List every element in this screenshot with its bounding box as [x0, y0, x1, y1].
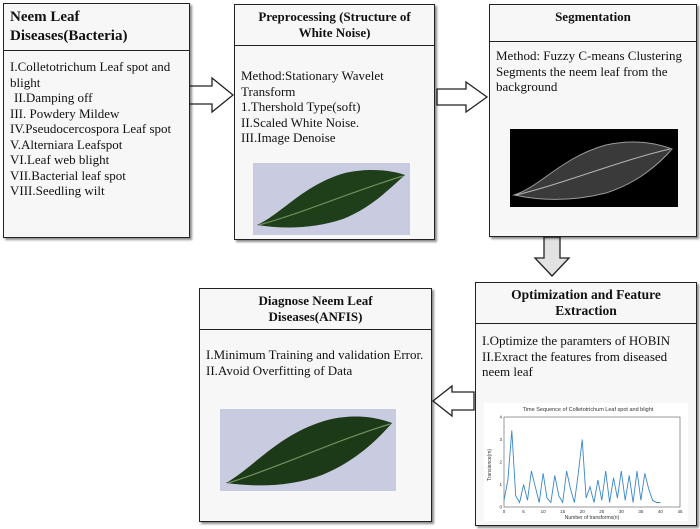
x-tick-label: 0	[503, 509, 506, 514]
chart-frame	[503, 416, 681, 508]
y-tick-label: 4	[499, 415, 502, 420]
diseases-title: Neem Leaf Diseases(Bacteria)	[4, 4, 189, 51]
diagnose-body: I.Minimum Training and validation Error.…	[200, 330, 431, 384]
diagnose-line: I.Minimum Training and validation Error.	[206, 347, 424, 362]
x-tick-label: 10	[541, 509, 547, 514]
diseases-box: Neem Leaf Diseases(Bacteria) I.Colletotr…	[3, 3, 190, 238]
y-tick-label: 2	[499, 460, 502, 465]
segmented-leaf-image	[510, 129, 678, 207]
segmentation-line: Method: Fuzzy C-means Clustering	[496, 48, 682, 63]
disease-item: III. Powdery Mildew	[10, 105, 120, 121]
x-tick-label: 35	[638, 509, 644, 514]
arrow-preprocessing-to-segmentation	[436, 80, 489, 114]
segmentation-line: Segments the neem leaf from the backgrou…	[496, 63, 668, 95]
leaf-photo-diagnose	[220, 409, 396, 491]
preprocessing-box: Preprocessing (Structure of White Noise)…	[234, 4, 435, 240]
disease-item: V.Alterniara Leafspot	[10, 136, 123, 152]
x-tick-label: 5	[522, 509, 525, 514]
preprocessing-title: Preprocessing (Structure of White Noise)	[235, 5, 434, 46]
preprocessing-body: Method:Stationary Wavelet Transform 1.Th…	[235, 46, 434, 152]
segmentation-title: Segmentation	[490, 5, 696, 42]
optimization-body: I.Optimize the paramters of HOBIN II.Exr…	[476, 324, 696, 386]
time-sequence-chart: Time Sequence of Colletotrichum Leaf spo…	[484, 403, 688, 521]
preprocessing-line: Method:Stationary Wavelet Transform	[241, 68, 384, 99]
disease-item: I.Colletotrichum Leaf spot and blight	[10, 59, 171, 90]
disease-item: VI.Leaf web blight	[10, 152, 110, 167]
segmentation-box: Segmentation Method: Fuzzy C-means Clust…	[489, 4, 697, 237]
series-line	[503, 430, 661, 504]
arrow-segmentation-to-optimization	[533, 236, 571, 277]
diseases-list: I.Colletotrichum Leaf spot and blight II…	[4, 51, 189, 205]
chart-xlabel: Number of transforms(n)	[565, 515, 620, 521]
x-tick-label: 45	[677, 509, 683, 514]
preprocessing-line: 1.Thershold Type(soft)	[241, 99, 361, 114]
x-tick-label: 15	[560, 509, 566, 514]
arrow-optimization-to-diagnose	[431, 384, 475, 418]
disease-item: VII.Bacterial leaf spot	[10, 167, 126, 183]
segmentation-body: Method: Fuzzy C-means Clustering Segment…	[490, 42, 696, 101]
x-tick-label: 40	[658, 509, 664, 514]
x-tick-label: 25	[599, 509, 605, 514]
optimization-box: Optimization and Feature Extraction I.Op…	[475, 282, 697, 526]
diagnose-line: II.Avoid Overfitting of Data	[206, 362, 353, 378]
chart-title: Time Sequence of Colletotrichum Leaf spo…	[523, 407, 654, 413]
chart-svg: Time Sequence of Colletotrichum Leaf spo…	[487, 407, 683, 521]
x-tick-label: 30	[619, 509, 625, 514]
y-tick-label: 3	[499, 437, 502, 442]
diagnose-box: Diagnose Neem Leaf Diseases(ANFIS) I.Min…	[199, 288, 432, 522]
x-tick-label: 20	[580, 509, 586, 514]
arrow-diseases-to-preprocessing	[187, 76, 235, 114]
disease-item: VIII.Seedling wilt	[10, 183, 105, 198]
y-tick-label: 0	[499, 505, 502, 510]
diagnose-title: Diagnose Neem Leaf Diseases(ANFIS)	[200, 289, 431, 330]
chart-ylabel: Transience(m)	[487, 449, 493, 481]
optimization-line: II.Exract the features from diseased nee…	[482, 348, 668, 380]
preprocessing-line: III.Image Denoise	[241, 130, 336, 145]
disease-item: IV.Pseudocercospora Leaf spot	[10, 121, 172, 136]
y-tick-label: 1	[499, 482, 502, 487]
leaf-photo-preprocessing	[253, 163, 410, 235]
optimization-line: I.Optimize the paramters of HOBIN	[482, 333, 671, 348]
disease-item: II.Damping off	[14, 90, 93, 105]
preprocessing-line: II.Scaled White Noise.	[241, 114, 360, 130]
optimization-title: Optimization and Feature Extraction	[476, 283, 696, 324]
